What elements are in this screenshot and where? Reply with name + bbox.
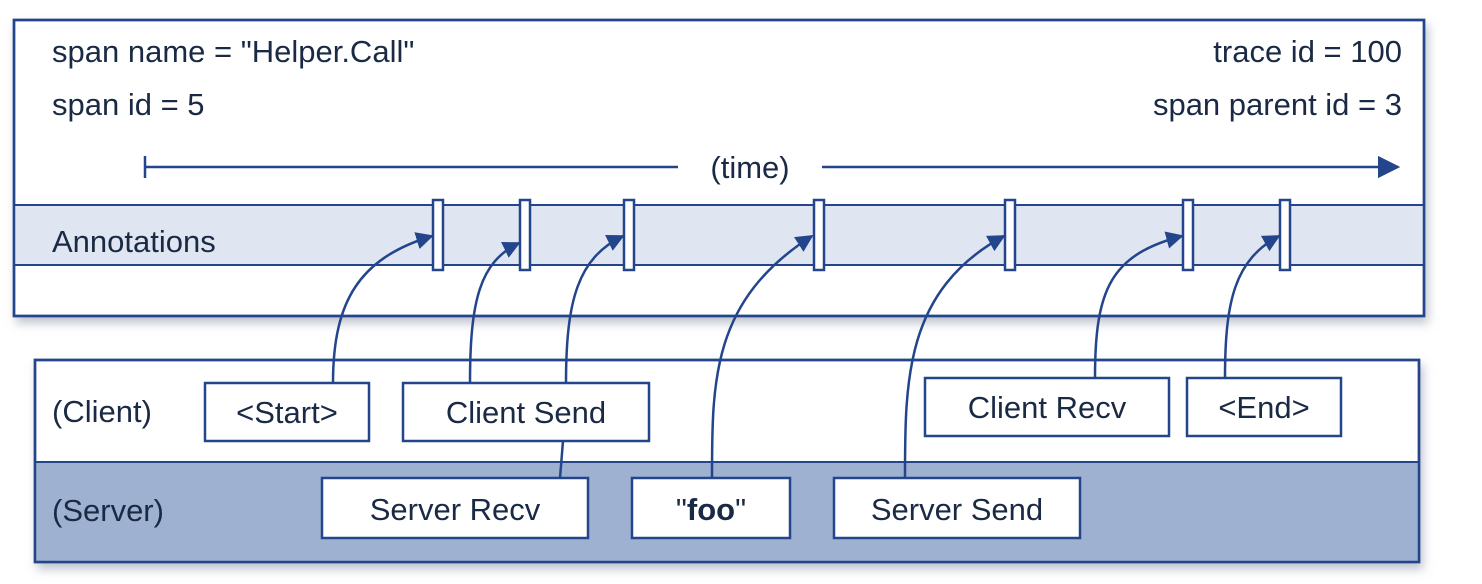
svg-text:<Start>: <Start> [236, 395, 338, 430]
svg-text:Client Send: Client Send [446, 395, 606, 430]
annotation-marker [1181, 198, 1195, 272]
server-foo-box: "foo" [630, 476, 792, 540]
annotation-marker [431, 198, 445, 272]
time-axis: (time) [143, 150, 1401, 185]
server-send-box: Server Send [832, 476, 1082, 540]
endpoint-panel: (Client) (Server) <Start> Client Send Cl… [33, 358, 1421, 564]
svg-text:<End>: <End> [1218, 390, 1309, 425]
client-end-box: <End> [1185, 376, 1343, 438]
annotation-marker [622, 198, 636, 272]
annotations-label: Annotations [52, 224, 216, 259]
arrow-start [331, 232, 434, 384]
span-parent-id: span parent id = 3 [1153, 87, 1402, 122]
arrow-end [1223, 234, 1281, 379]
svg-text:Server Send: Server Send [871, 492, 1043, 527]
annotation-marker [1278, 198, 1292, 272]
foo-annotation-text: foo [687, 492, 735, 527]
svg-text:Server Recv: Server Recv [370, 492, 541, 527]
annotation-marker [812, 198, 826, 272]
arrow-server-send [903, 234, 1006, 479]
arrow-server-recv [558, 236, 623, 479]
client-label: (Client) [52, 394, 152, 429]
span-name: span name = "Helper.Call" [52, 34, 414, 69]
span-id: span id = 5 [52, 87, 205, 122]
svg-text:"foo": "foo" [676, 492, 746, 527]
trace-id: trace id = 100 [1213, 34, 1402, 69]
client-start-box: <Start> [203, 381, 371, 443]
arrow-client-send [468, 241, 521, 384]
arrow-client-recv [1093, 231, 1184, 379]
annotations-band [15, 205, 1423, 265]
annotation-marker [1003, 198, 1017, 272]
server-label: (Server) [52, 493, 164, 528]
arrow-foo [710, 234, 814, 479]
annotation-arrows [331, 231, 1281, 479]
time-label: (time) [710, 150, 789, 185]
svg-text:Client Recv: Client Recv [968, 390, 1127, 425]
server-recv-box: Server Recv [320, 476, 590, 540]
client-send-box: Client Send [401, 381, 651, 443]
annotation-marker [518, 198, 532, 272]
client-recv-box: Client Recv [923, 376, 1171, 438]
span-panel: span name = "Helper.Call" span id = 5 tr… [12, 18, 1426, 318]
